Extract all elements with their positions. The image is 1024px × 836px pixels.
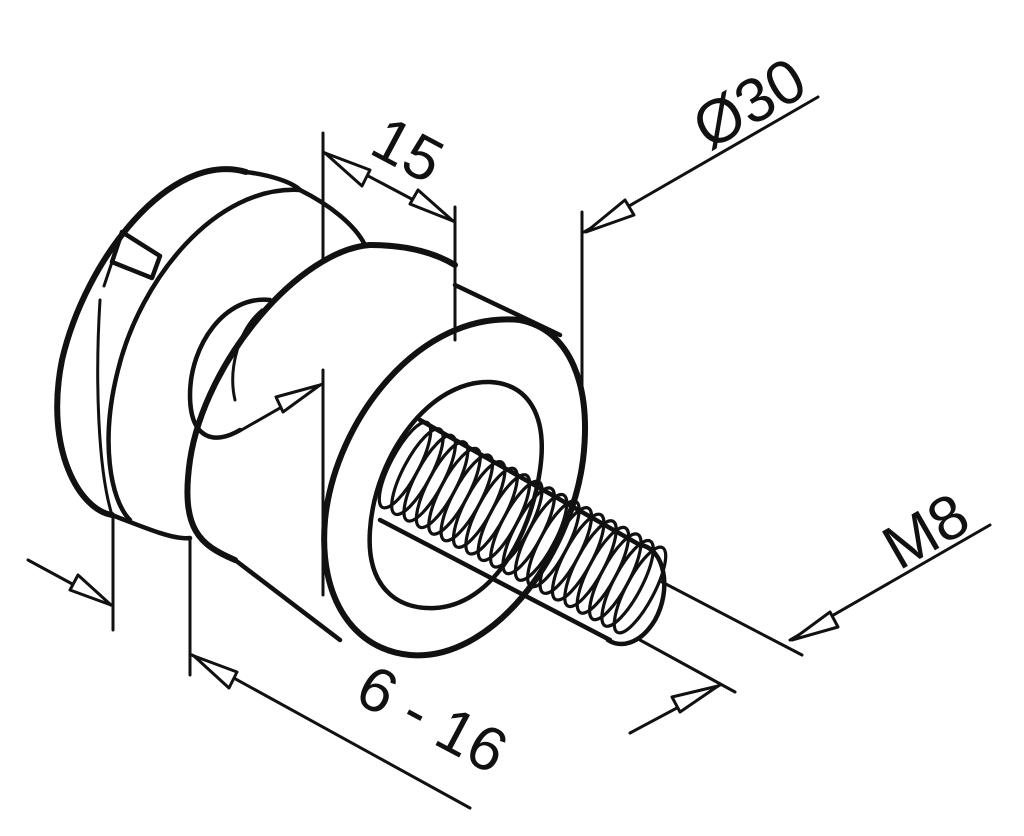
front-body-top-edge — [367, 242, 458, 268]
rear-cap-face-line — [96, 298, 114, 517]
dim-dia-label: Ø30 — [682, 45, 818, 163]
thread-ridge — [600, 538, 655, 628]
stud-end — [605, 542, 667, 647]
front-face-bore — [367, 379, 544, 611]
dim-m8-ext-bottom — [638, 638, 737, 694]
dimension-15: 15 — [321, 104, 457, 342]
rear-cap-notch — [109, 229, 163, 281]
dim-m8-arrow-bottom — [670, 684, 720, 714]
rear-cap-bottom-edge — [109, 512, 193, 541]
dim-15-arrow-left — [323, 151, 372, 188]
stud-bottom-edge — [377, 517, 613, 643]
neck-top — [297, 187, 368, 248]
dim-15-label: 15 — [361, 104, 454, 197]
stud-threads — [377, 420, 668, 635]
neck-front-ring — [187, 297, 273, 440]
rear-cap — [54, 166, 303, 541]
dimension-diameter: Ø30 — [580, 45, 820, 402]
dim-m8-label: M8 — [872, 480, 981, 583]
dim-glass-label: 6 - 16 — [346, 652, 518, 787]
dim-glass-arrow-left — [68, 573, 113, 607]
threaded-stud — [377, 417, 668, 647]
dim-glass-arrow-right — [192, 654, 239, 690]
front-body-back-rim — [184, 242, 373, 563]
dim-m8-ext-top — [660, 580, 804, 657]
front-body-side-bottom — [232, 557, 343, 643]
thread-ridge — [612, 545, 668, 635]
front-body — [184, 242, 588, 659]
front-face-outer-circle — [321, 316, 588, 659]
rear-cap-top-edge — [243, 169, 303, 193]
dim-glass-arrow-upper — [274, 383, 322, 414]
dim-dia-arrow — [584, 198, 636, 234]
rear-cap-inner-rim — [106, 187, 303, 523]
rear-cap-outer-rim — [54, 166, 249, 518]
dim-glass-line — [190, 653, 472, 810]
rear-cap-notch-edge — [102, 260, 114, 288]
dim-15-arrow-right — [408, 188, 455, 223]
dim-m8-arrow-top — [790, 610, 840, 642]
dimension-thread: M8 — [628, 480, 992, 735]
